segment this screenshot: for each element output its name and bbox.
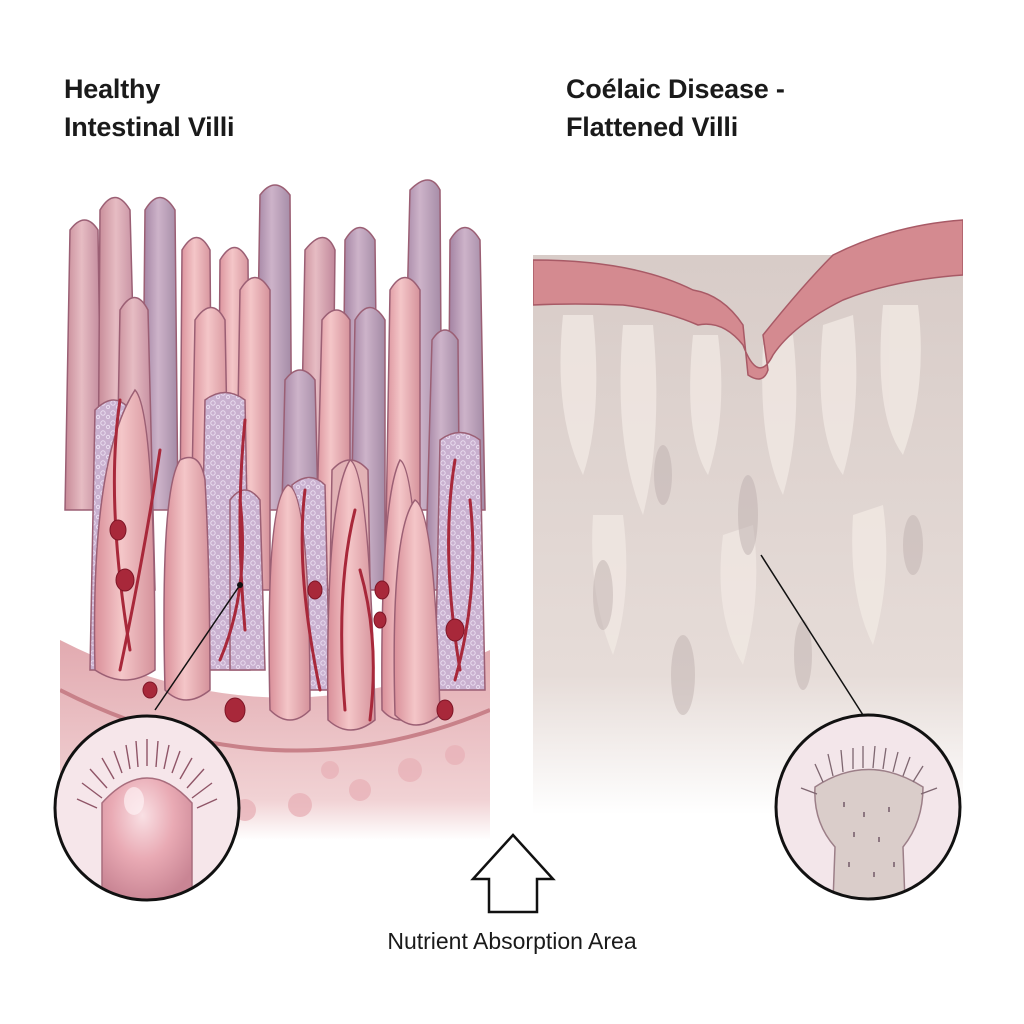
title-line: Healthy [64, 74, 161, 104]
title-line: Coélaic Disease - [566, 74, 785, 104]
coeliac-villi-title: Coélaic Disease - Flattened Villi [566, 70, 785, 146]
nutrient-absorption-caption: Nutrient Absorption Area [387, 928, 637, 954]
healthy-villi-title: Healthy Intestinal Villi [64, 70, 235, 146]
title-line: Flattened Villi [566, 112, 739, 142]
flattened-villus-zoom-inset [773, 712, 963, 902]
title-line: Intestinal Villi [64, 112, 235, 142]
up-arrow-icon [470, 832, 556, 916]
healthy-villus-zoom-inset [52, 713, 242, 903]
